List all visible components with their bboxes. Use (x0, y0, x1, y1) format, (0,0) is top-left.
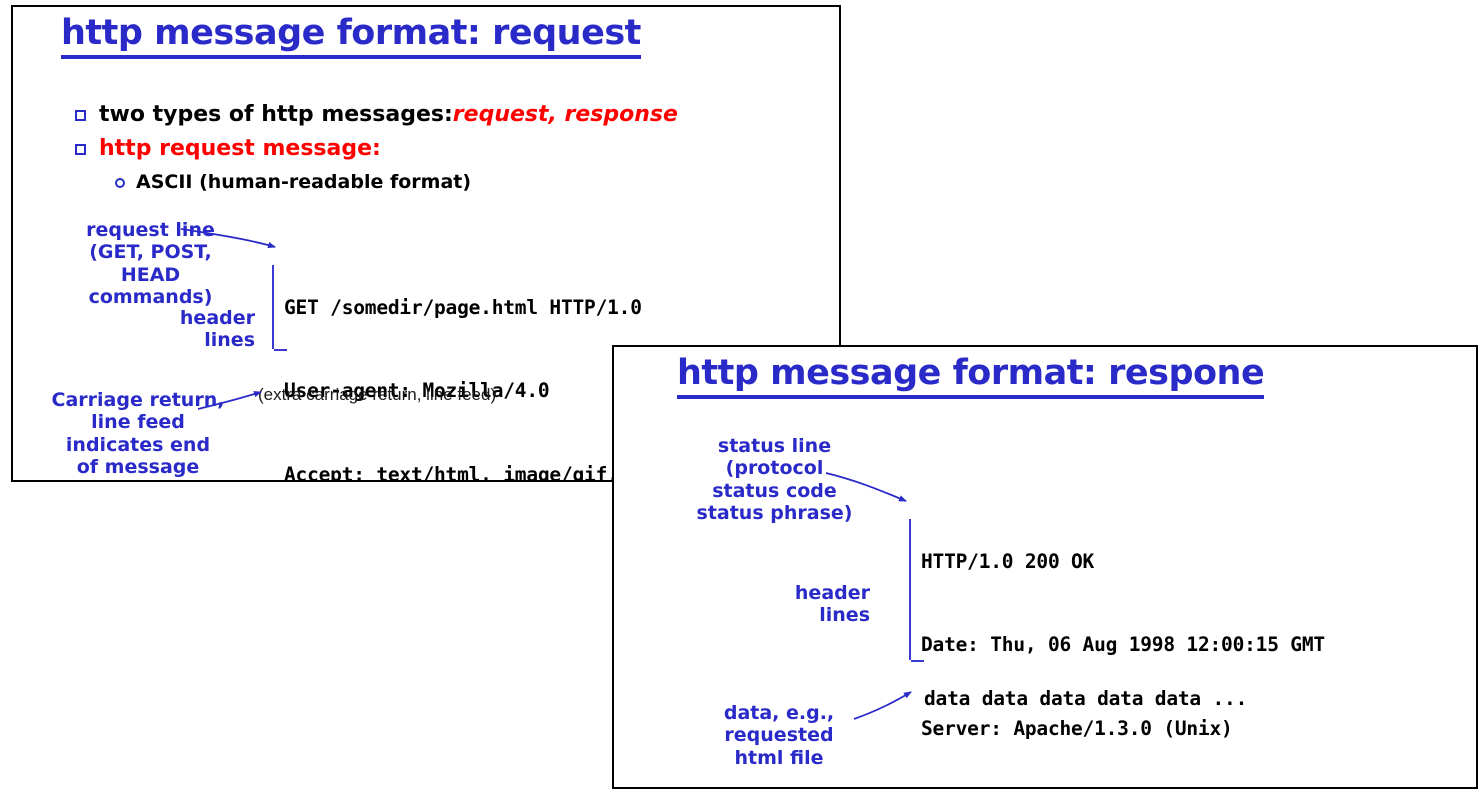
status-line-code: HTTP/1.0 200 OK (921, 549, 1095, 573)
bullet-http-request-message: http request message: (75, 136, 381, 161)
bullet-two-types-label: two types of http messages: (99, 102, 453, 127)
request-line-annotation: request line (GET, POST, HEAD commands) (86, 219, 215, 309)
carriage-return-annotation: Carriage return, line feed indicates end… (51, 389, 225, 479)
header-line-user-agent: User-agent: Mozilla/4.0 (284, 379, 550, 403)
header-lines-annotation: header lines (179, 307, 255, 352)
request-line-code: GET /somedir/page.html HTTP/1.0 (284, 295, 642, 319)
header-lines-bracket (909, 519, 924, 662)
bullet-two-types-emphasis: request, response (452, 102, 678, 127)
bullet-two-types: two types of http messages: request, res… (75, 102, 678, 127)
bullet-http-request-message-label: http request message: (99, 136, 381, 161)
header-lines-bracket (272, 265, 287, 351)
header-line-server: Server: Apache/1.3.0 (Unix) (921, 717, 1233, 740)
extra-carriage-return-note: (extra carriage return, line feed) (258, 385, 497, 404)
sub-bullet-ascii-label: ASCII (human-readable format) (136, 171, 472, 193)
http-response-body-line: data data data data data ... (924, 687, 1248, 710)
circle-bullet-icon (115, 178, 125, 188)
slide-http-response: http message format: respone status line… (612, 345, 1478, 789)
status-line-annotation: status line (protocol status code status… (696, 435, 853, 525)
data-arrow (853, 691, 912, 720)
slide-http-request: http message format: request two types o… (11, 5, 841, 482)
square-bullet-icon (75, 110, 86, 121)
http-response-message-block: HTTP/1.0 200 OK Date: Thu, 06 Aug 1998 1… (921, 492, 1336, 787)
data-annotation: data, e.g., requested html file (723, 702, 835, 769)
sub-bullet-ascii: ASCII (human-readable format) (115, 171, 471, 193)
square-bullet-icon (75, 144, 86, 155)
header-lines-annotation: header lines (794, 582, 870, 627)
header-line-date: Date: Thu, 06 Aug 1998 12:00:15 GMT (921, 633, 1325, 657)
page-title-request: http message format: request (61, 15, 641, 59)
page-title-response: http message format: respone (677, 355, 1265, 399)
